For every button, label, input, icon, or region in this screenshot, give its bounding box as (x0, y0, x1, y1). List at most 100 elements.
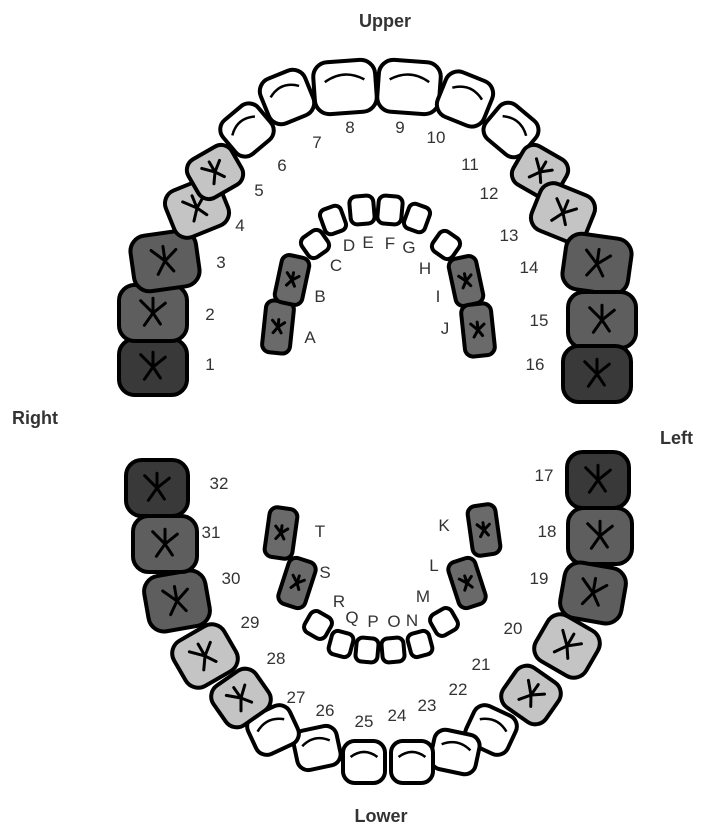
tooth-label-5: 5 (254, 181, 263, 200)
tooth-label-s: S (319, 563, 330, 582)
tooth-label-o: O (387, 612, 400, 631)
tooth-label-15: 15 (530, 311, 549, 330)
tooth-g[interactable] (402, 202, 432, 234)
tooth-o[interactable] (381, 637, 405, 663)
tooth-label-32: 32 (210, 474, 229, 493)
tooth-label-3: 3 (216, 253, 225, 272)
tooth-label-1: 1 (205, 355, 214, 374)
tooth-l[interactable] (446, 556, 487, 610)
left-label: Left (660, 428, 693, 448)
tooth-label-10: 10 (427, 128, 446, 147)
tooth-label-p: P (367, 612, 378, 631)
tooth-s[interactable] (276, 556, 317, 610)
tooth-crown (355, 637, 379, 663)
tooth-16[interactable] (563, 346, 631, 402)
tooth-label-l: L (429, 556, 438, 575)
tooth-b[interactable] (273, 254, 310, 307)
tooth-18[interactable] (568, 508, 632, 564)
tooth-label-31: 31 (202, 523, 221, 542)
tooth-2[interactable] (119, 285, 187, 341)
tooth-label-a: A (304, 328, 316, 347)
tooth-label-m: M (416, 587, 430, 606)
tooth-j[interactable] (460, 303, 495, 358)
tooth-label-12: 12 (480, 184, 499, 203)
tooth-label-j: J (441, 319, 450, 338)
tooth-label-13: 13 (500, 226, 519, 245)
tooth-crown (327, 630, 354, 659)
tooth-label-r: R (333, 592, 345, 611)
tooth-label-26: 26 (316, 701, 335, 720)
tooth-crown (302, 609, 335, 642)
tooth-crown (402, 202, 432, 234)
tooth-label-19: 19 (530, 569, 549, 588)
tooth-label-k: K (438, 516, 450, 535)
tooth-label-h: H (419, 259, 431, 278)
tooth-crown (349, 195, 375, 225)
tooth-crown (428, 606, 461, 639)
tooth-label-11: 11 (461, 155, 479, 174)
tooth-crown (391, 741, 433, 783)
tooth-label-27: 27 (287, 688, 306, 707)
tooth-label-14: 14 (520, 258, 539, 277)
tooth-label-20: 20 (504, 619, 523, 638)
tooth-label-29: 29 (241, 613, 260, 632)
tooth-8[interactable] (312, 59, 377, 115)
tooth-1[interactable] (119, 339, 187, 395)
tooth-label-2: 2 (205, 305, 214, 324)
tooth-label-24: 24 (388, 706, 407, 725)
upper-label: Upper (359, 11, 411, 31)
tooth-label-t: T (315, 522, 325, 541)
tooth-label-n: N (406, 611, 418, 630)
tooth-25[interactable] (343, 741, 385, 783)
tooth-9[interactable] (376, 59, 441, 115)
tooth-31[interactable] (133, 516, 197, 572)
tooth-label-21: 21 (472, 655, 491, 674)
tooth-q[interactable] (327, 630, 354, 659)
tooth-30[interactable] (142, 568, 213, 634)
tooth-k[interactable] (467, 503, 502, 556)
tooth-24[interactable] (391, 741, 433, 783)
tooth-label-d: D (343, 236, 355, 255)
tooth-crown (343, 741, 385, 783)
tooth-label-q: Q (345, 608, 358, 627)
lower-label: Lower (354, 806, 407, 826)
tooth-crown (377, 195, 403, 225)
tooth-17[interactable] (567, 452, 629, 508)
tooth-label-23: 23 (418, 696, 437, 715)
tooth-label-e: E (362, 233, 373, 252)
tooth-crown (381, 637, 405, 663)
tooth-crown (428, 728, 481, 777)
tooth-label-g: G (402, 238, 415, 257)
tooth-i[interactable] (447, 255, 484, 308)
tooth-m[interactable] (428, 606, 461, 639)
tooth-14[interactable] (560, 232, 633, 297)
tooth-label-9: 9 (395, 118, 404, 137)
tooth-label-b: B (314, 287, 325, 306)
tooth-a[interactable] (261, 300, 294, 355)
tooth-23[interactable] (428, 728, 481, 777)
tooth-crown (406, 630, 433, 659)
tooth-t[interactable] (264, 506, 299, 559)
tooth-label-i: I (436, 287, 441, 306)
tooth-r[interactable] (302, 609, 335, 642)
tooth-label-8: 8 (345, 118, 354, 137)
tooth-label-4: 4 (235, 216, 244, 235)
tooth-e[interactable] (349, 195, 375, 225)
tooth-crown (312, 59, 377, 115)
tooth-label-6: 6 (277, 156, 286, 175)
tooth-label-17: 17 (535, 466, 554, 485)
tooth-label-30: 30 (222, 569, 241, 588)
tooth-label-28: 28 (267, 649, 286, 668)
tooth-label-22: 22 (449, 680, 468, 699)
tooth-label-c: C (330, 256, 342, 275)
tooth-label-7: 7 (312, 133, 321, 152)
tooth-32[interactable] (126, 460, 188, 516)
tooth-crown (376, 59, 441, 115)
tooth-f[interactable] (377, 195, 403, 225)
right-label: Right (12, 408, 58, 428)
tooth-15[interactable] (568, 292, 636, 348)
tooth-label-25: 25 (355, 712, 374, 731)
tooth-p[interactable] (355, 637, 379, 663)
tooth-n[interactable] (406, 630, 433, 659)
